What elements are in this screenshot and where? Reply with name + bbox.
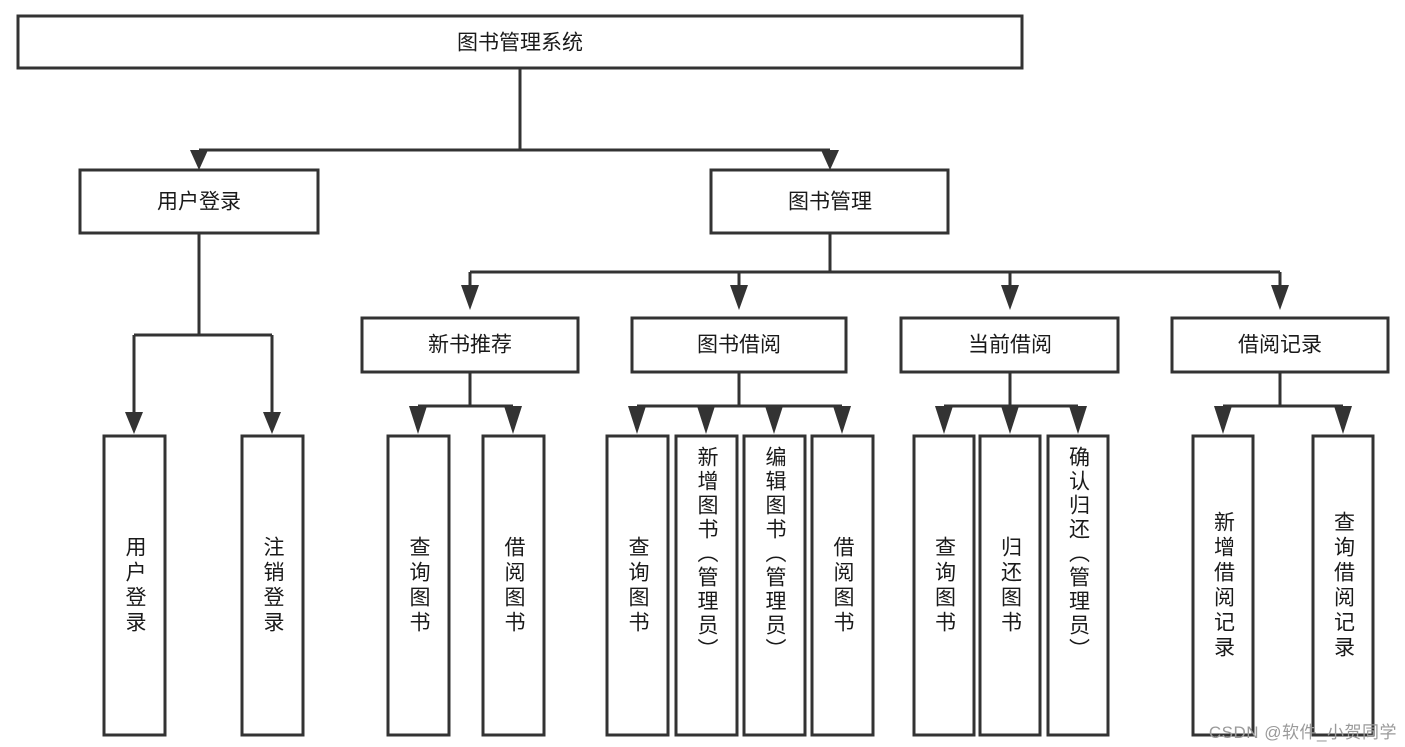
arrow-head-new-book-recommend bbox=[461, 285, 479, 310]
node-leaf-query-book-3[interactable] bbox=[912, 434, 976, 737]
node-book-borrow-label: 图书借阅 bbox=[697, 334, 781, 357]
node-borrow-record[interactable]: 借阅记录 bbox=[1170, 316, 1390, 374]
node-leaf-query-record[interactable] bbox=[1311, 434, 1375, 737]
arrow-head-book-management bbox=[821, 150, 839, 170]
node-leaf-borrow-book-2-box[interactable] bbox=[810, 434, 875, 737]
node-current-borrow-label: 当前借阅 bbox=[968, 334, 1052, 357]
node-leaf-user-login[interactable] bbox=[102, 434, 167, 737]
arrow-head-leaf-confirm-return bbox=[1069, 406, 1087, 434]
arrow-head-leaf-query-book-1 bbox=[409, 406, 427, 434]
connector-borrow-record-trunk bbox=[1221, 372, 1345, 418]
node-new-book-recommend-label: 新书推荐 bbox=[428, 334, 512, 357]
node-leaf-return-book-box[interactable] bbox=[978, 434, 1042, 737]
node-leaf-add-record-box[interactable] bbox=[1191, 434, 1255, 737]
arrow-head-leaf-user-login bbox=[125, 412, 143, 434]
arrow-head-leaf-add-record bbox=[1214, 406, 1232, 434]
node-borrow-record-label: 借阅记录 bbox=[1238, 334, 1322, 357]
arrow-head-leaf-return-book bbox=[1001, 406, 1019, 434]
node-book-management[interactable]: 图书管理 bbox=[709, 168, 950, 235]
node-root[interactable]: 图书管理系统 bbox=[16, 14, 1024, 70]
node-book-borrow[interactable]: 图书借阅 bbox=[630, 316, 848, 374]
node-borrow-record-box[interactable] bbox=[1170, 316, 1390, 374]
node-current-borrow-box[interactable] bbox=[899, 316, 1120, 374]
arrow-head-current-borrow bbox=[1001, 285, 1019, 310]
node-new-book-recommend-box[interactable] bbox=[360, 316, 580, 374]
arrow-head-leaf-add-book bbox=[697, 406, 715, 434]
arrow-head-leaf-query-record bbox=[1334, 406, 1352, 434]
arrow-head-leaf-query-book-2 bbox=[628, 406, 646, 434]
node-user-login[interactable]: 用户登录 bbox=[78, 168, 320, 235]
node-leaf-borrow-book-1[interactable] bbox=[481, 434, 546, 737]
node-new-book-recommend[interactable]: 新书推荐 bbox=[360, 316, 580, 374]
node-leaf-query-record-box[interactable] bbox=[1311, 434, 1375, 737]
connector-layer bbox=[125, 68, 1352, 434]
connector-new-book-recommend-trunk bbox=[416, 372, 515, 418]
node-root-box[interactable] bbox=[16, 14, 1024, 70]
connector-book-management-trunk bbox=[468, 233, 1282, 290]
node-book-management-label: 图书管理 bbox=[788, 191, 872, 214]
node-leaf-borrow-book-2[interactable] bbox=[810, 434, 875, 737]
node-leaf-add-record[interactable] bbox=[1191, 434, 1255, 737]
node-leaf-query-book-2[interactable] bbox=[605, 434, 670, 737]
node-book-borrow-box[interactable] bbox=[630, 316, 848, 374]
node-leaf-borrow-book-1-box[interactable] bbox=[481, 434, 546, 737]
node-user-login-box[interactable] bbox=[78, 168, 320, 235]
arrow-head-book-borrow bbox=[730, 285, 748, 310]
node-leaf-confirm-return[interactable] bbox=[1046, 434, 1110, 737]
arrow-head-leaf-borrow-book-2 bbox=[833, 406, 851, 434]
node-root-label: 图书管理系统 bbox=[457, 32, 583, 55]
arrow-head-leaf-borrow-book-1 bbox=[504, 406, 522, 434]
connector-book-borrow-trunk bbox=[635, 372, 844, 418]
node-leaf-edit-book-box[interactable] bbox=[742, 434, 807, 737]
node-leaf-query-book-1-box[interactable] bbox=[386, 434, 451, 737]
node-leaf-add-book[interactable] bbox=[674, 434, 739, 737]
node-leaf-logout-box[interactable] bbox=[240, 434, 305, 737]
node-leaf-add-book-box[interactable] bbox=[674, 434, 739, 737]
arrow-head-leaf-query-book-3 bbox=[935, 406, 953, 434]
node-leaf-logout[interactable] bbox=[240, 434, 305, 737]
node-book-management-box[interactable] bbox=[709, 168, 950, 235]
arrow-head-leaf-edit-book bbox=[765, 406, 783, 434]
node-user-login-label: 用户登录 bbox=[157, 191, 241, 214]
connector-user-login-trunk bbox=[132, 233, 274, 418]
node-leaf-edit-book[interactable] bbox=[742, 434, 807, 737]
arrow-head-borrow-record bbox=[1271, 285, 1289, 310]
node-leaf-return-book[interactable] bbox=[978, 434, 1042, 737]
node-leaf-query-book-2-box[interactable] bbox=[605, 434, 670, 737]
arrow-head-leaf-logout bbox=[263, 412, 281, 434]
node-leaf-confirm-return-box[interactable] bbox=[1046, 434, 1110, 737]
node-leaf-user-login-box[interactable] bbox=[102, 434, 167, 737]
connector-root-trunk bbox=[199, 68, 830, 152]
arrow-head-user-login bbox=[190, 150, 208, 170]
node-leaf-query-book-1[interactable] bbox=[386, 434, 451, 737]
node-current-borrow[interactable]: 当前借阅 bbox=[899, 316, 1120, 374]
node-leaf-query-book-3-box[interactable] bbox=[912, 434, 976, 737]
